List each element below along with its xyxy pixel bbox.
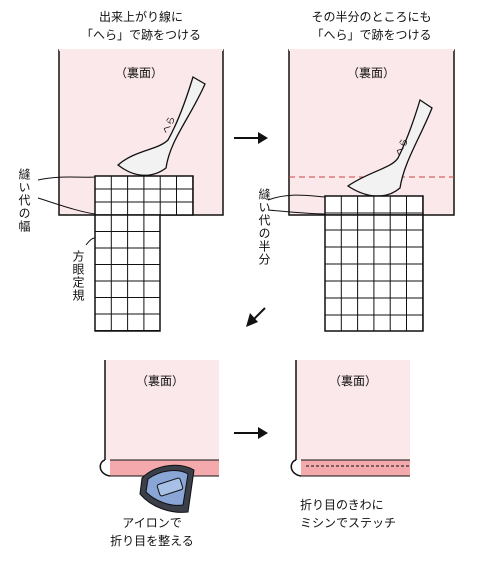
step1-seam-leader-bottom [37,197,96,215]
step3-fabric [105,360,219,460]
step2-caption-line2: 「へら」で跡をつける [311,28,432,42]
step2-ruler [324,195,424,332]
step2-seam-label: 縫い代の半分 [257,188,271,266]
arrow-right-icon-2 [234,427,268,439]
step4-caption-line1: 折り目のきわに [300,498,384,512]
step1-caption-line1: 出来上がり線に [98,10,183,24]
step4-panel [290,360,410,477]
step1-panel [37,49,224,332]
step4-hem [301,460,410,476]
step2-spatula [346,98,433,197]
step1-fabric-label: （裏面） [114,66,163,80]
step1-ruler-label: 方眼定規 [71,250,85,302]
step2-seam-leader-top [267,194,326,201]
step4-fold [290,459,302,477]
step2-panel [267,49,455,332]
step3-caption-line1: アイロンで [122,516,182,530]
step1-ruler-leader [85,237,96,246]
arrow-right-icon [234,132,268,144]
step3-fabric-label: （裏面） [135,374,184,388]
step4-fabric-label: （裏面） [328,374,377,388]
step1-spatula [116,76,206,176]
step1-ruler [94,175,194,332]
step2-fabric-label: （裏面） [346,66,395,80]
step1-seam-label: 縫い代の幅 [17,168,31,233]
step3-fold [99,459,111,477]
step4-fabric [296,360,410,460]
step4-caption-line2: ミシンでステッチ [300,516,397,530]
step2-seam-leader-bottom [267,209,326,215]
arrow-down-left-icon [246,307,266,327]
step3-panel [99,360,219,513]
iron-icon [139,464,195,513]
step2-caption-line1: その半分のところにも [311,10,432,24]
step3-caption-line2: 折り目を整える [110,534,194,548]
step1-caption-line2: 「へら」で跡をつける [80,28,201,42]
step1-seam-leader-top [37,176,96,181]
